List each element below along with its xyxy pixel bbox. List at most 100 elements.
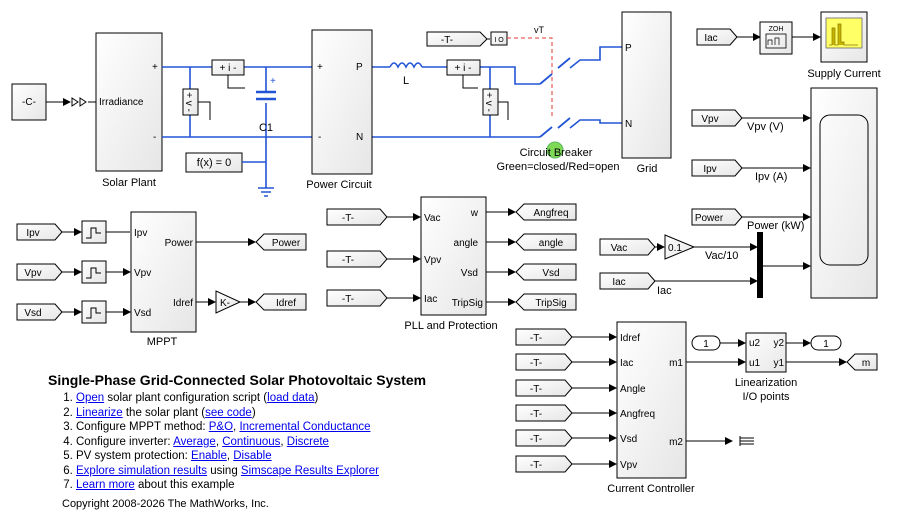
svg-text:Vpv: Vpv xyxy=(24,268,41,279)
from-tag-t-angfreq[interactable]: -T- xyxy=(515,404,573,422)
voltage-sensor-1[interactable]: + v - xyxy=(182,88,199,116)
po-link[interactable]: P&O xyxy=(208,421,234,433)
from-tag-t-vpv-cc[interactable]: -T- xyxy=(515,455,573,473)
from-tag-t-angle[interactable]: -T- xyxy=(515,379,573,397)
svg-text:Vac: Vac xyxy=(611,243,628,254)
gain-0-1[interactable]: 0.1 xyxy=(664,234,696,260)
from-tag-t-vac[interactable]: -T- xyxy=(326,208,388,226)
goto-tag-angfreq[interactable]: Angfreq xyxy=(515,203,577,221)
gain-k[interactable]: K- xyxy=(215,290,242,314)
solver-configuration-block[interactable]: f(x) = 0 xyxy=(185,152,243,173)
circuit-breaker[interactable] xyxy=(539,57,571,159)
from-tag-t-breaker[interactable]: -T- xyxy=(426,31,488,47)
capacitor-c1[interactable]: + xyxy=(256,76,276,101)
goto-tag-angle[interactable]: angle xyxy=(515,233,577,251)
load-data-link[interactable]: load data xyxy=(267,392,315,404)
from-tag-vac-mux[interactable]: Vac xyxy=(599,238,656,256)
from-tag-vsd[interactable]: Vsd xyxy=(16,303,63,321)
explore-results-link[interactable]: Explore simulation results xyxy=(76,464,208,477)
linearize-link[interactable]: Linearize xyxy=(76,406,123,419)
svg-text:y1: y1 xyxy=(773,358,784,369)
from-tag-t-vpv[interactable]: -T- xyxy=(326,250,388,268)
mux-signal-iac: Iac xyxy=(657,285,672,297)
svg-text:-T-: -T- xyxy=(530,333,542,344)
linearization-io-block[interactable]: u2 u1 y2 y1 xyxy=(745,332,787,373)
mux-block[interactable] xyxy=(757,232,763,298)
physical-network xyxy=(162,46,622,188)
from-tag-ipv[interactable]: Ipv xyxy=(16,223,63,241)
svg-text:Iac: Iac xyxy=(620,358,633,369)
zoh-blocks-mppt[interactable] xyxy=(81,220,107,324)
svg-text:TripSig: TripSig xyxy=(535,298,566,309)
svg-text:Angfreq: Angfreq xyxy=(533,208,568,219)
svg-text:+ v -: + v - xyxy=(483,92,494,112)
inport-1[interactable]: 1 xyxy=(691,335,721,351)
svg-text:y2: y2 xyxy=(773,338,784,349)
simscape-results-explorer-link[interactable]: Simscape Results Explorer xyxy=(240,464,379,477)
see-code-link[interactable]: see code xyxy=(205,406,252,419)
from-tag-iac-top[interactable]: Iac xyxy=(696,28,738,46)
from-tag-t-iac-cc[interactable]: -T- xyxy=(515,353,573,371)
average-link[interactable]: Average xyxy=(173,435,216,448)
goto-tag-tripsig[interactable]: TripSig xyxy=(515,293,577,311)
svg-text:-T-: -T- xyxy=(441,35,453,46)
outport-1[interactable]: 1 xyxy=(810,335,842,351)
from-tag-t-idref[interactable]: -T- xyxy=(515,328,573,346)
grid-block[interactable]: P N xyxy=(621,11,672,159)
power-circuit-block[interactable]: + - P N xyxy=(311,29,373,175)
inductor-l[interactable] xyxy=(389,62,423,69)
constant-block[interactable]: -C- xyxy=(11,83,47,121)
disable-link[interactable]: Disable xyxy=(233,450,272,462)
from-tag-ipv-scope[interactable]: Ipv xyxy=(691,159,743,177)
supply-current-scope[interactable] xyxy=(820,11,868,63)
breaker-control-line xyxy=(507,37,553,118)
voltage-sensor-2[interactable]: + v - xyxy=(482,88,499,116)
svg-text:w: w xyxy=(470,208,479,219)
goto-tag-vsd[interactable]: Vsd xyxy=(515,263,577,281)
zoh-block[interactable]: ZOH xyxy=(759,21,793,55)
current-sensor-1[interactable]: + i - xyxy=(211,59,245,76)
svg-text:-: - xyxy=(318,132,321,143)
svg-text:Iac: Iac xyxy=(704,33,717,44)
pll-block[interactable]: Vac Vpv Iac w angle Vsd TripSig xyxy=(420,196,487,316)
learn-more-link[interactable]: Learn more xyxy=(76,479,135,491)
from-tag-vpv[interactable]: Vpv xyxy=(16,263,63,281)
svg-text:P: P xyxy=(356,62,363,73)
breaker-legend: Green=closed/Red=open xyxy=(497,161,620,173)
terminator-icon xyxy=(739,436,754,446)
goto-tag-idref[interactable]: Idref xyxy=(255,293,307,311)
pll-outputs: Angfreq angle Vsd TripSig xyxy=(486,203,577,311)
from-tag-power-scope[interactable]: Power xyxy=(691,208,743,226)
main-scope[interactable] xyxy=(810,87,878,299)
from-tag-vpv-scope[interactable]: Vpv xyxy=(691,109,743,127)
enable-link[interactable]: Enable xyxy=(191,450,227,462)
goto-tag-power[interactable]: Power xyxy=(255,233,307,251)
capacitor-label: C1 xyxy=(259,122,273,134)
svg-text:+ i -: + i - xyxy=(455,63,472,74)
current-sensor-2[interactable]: + i - xyxy=(446,59,481,76)
continuous-link[interactable]: Continuous xyxy=(222,435,281,448)
svg-text:m1: m1 xyxy=(669,358,683,369)
mppt-block[interactable]: Ipv Vpv Vsd Power Idref xyxy=(130,211,197,333)
svg-text:Vsd: Vsd xyxy=(461,268,478,279)
io-converter-block[interactable]: I O xyxy=(490,31,508,46)
solar-plant-block[interactable]: Irradiance + - xyxy=(95,32,163,172)
svg-text:Vac: Vac xyxy=(424,213,441,224)
svg-text:TripSig: TripSig xyxy=(452,298,483,309)
from-tag-iac-mux[interactable]: Iac xyxy=(599,272,656,290)
open-link[interactable]: Open xyxy=(76,392,105,404)
svg-text:+ v -: + v - xyxy=(183,92,194,112)
svg-text:m2: m2 xyxy=(669,437,683,448)
current-controller-block[interactable]: Idref Iac Angle Angfreq Vsd Vpv m1 m2 xyxy=(616,321,687,479)
svg-text:-T-: -T- xyxy=(342,255,354,266)
from-tag-t-iac[interactable]: -T- xyxy=(326,289,388,307)
incremental-conductance-link[interactable]: Incremental Conductance xyxy=(239,421,371,433)
svg-text:Power: Power xyxy=(165,238,194,249)
svg-text:K-: K- xyxy=(220,298,230,309)
discrete-link[interactable]: Discrete xyxy=(286,435,329,448)
svg-text:1: 1 xyxy=(823,339,829,350)
goto-tag-m[interactable]: m xyxy=(846,353,878,371)
from-tag-t-vsd[interactable]: -T- xyxy=(515,429,573,447)
scope-signal-ipv: Ipv (A) xyxy=(755,171,787,183)
instruction-item-5: PV system protection: Enable, Disable xyxy=(76,449,508,464)
